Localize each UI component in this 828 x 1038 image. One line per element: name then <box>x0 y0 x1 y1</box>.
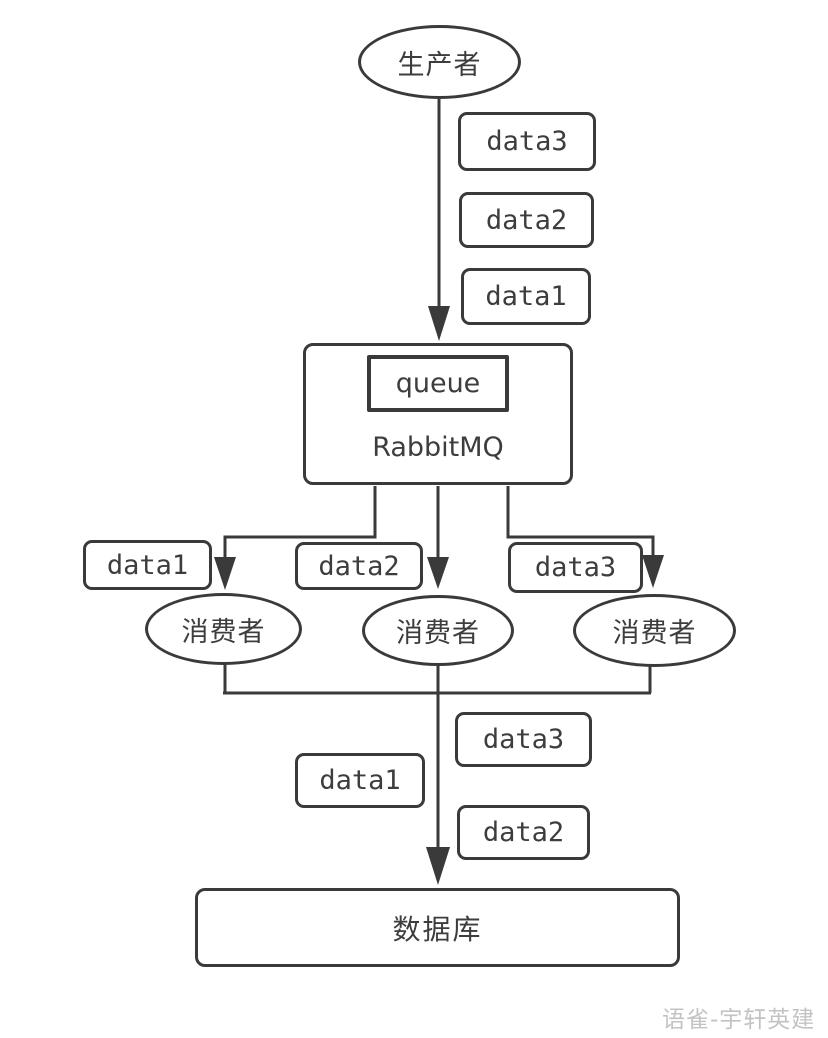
msg-label: data2 <box>482 817 565 848</box>
msg-produced-data1: data1 <box>461 268 591 325</box>
consumer-label: 消费者 <box>181 616 266 648</box>
msg-label: data2 <box>318 550 400 582</box>
msg-label: data1 <box>106 549 189 581</box>
msg-label: data3 <box>486 126 568 157</box>
arrowhead-consumer3 <box>642 555 664 588</box>
edge-rabbitmq-to-consumer3 <box>506 486 655 557</box>
msg-consumed-data3: data3 <box>508 542 643 593</box>
arrowhead-database <box>426 847 450 885</box>
msg-label: data2 <box>485 204 568 236</box>
arrowhead-rabbitmq <box>428 306 450 341</box>
consumer-label: 消费者 <box>612 618 697 649</box>
edge-rabbitmq-to-consumer1 <box>223 486 377 559</box>
watermark-text: 语雀-宇轩英建 <box>662 1007 816 1033</box>
rabbitmq-node: queue RabbitMQ <box>303 343 573 485</box>
msg-stored-data1: data1 <box>295 753 425 808</box>
rabbitmq-label: RabbitMQ <box>372 431 504 463</box>
msg-produced-data3: data3 <box>458 112 596 171</box>
msg-consumed-data1: data1 <box>83 540 212 590</box>
arrowhead-consumer2 <box>427 557 449 589</box>
producer-ellipse: 生产者 <box>358 25 521 99</box>
consumer2-ellipse: 消费者 <box>362 595 514 666</box>
msg-consumed-data2: data2 <box>295 542 423 590</box>
msg-label: data3 <box>482 724 565 755</box>
msg-label: data3 <box>534 552 617 583</box>
queue-label: queue <box>395 368 481 399</box>
consumer1-ellipse: 消费者 <box>145 593 302 665</box>
arrowhead-consumer1 <box>214 557 236 590</box>
consumer3-ellipse: 消费者 <box>573 594 736 667</box>
msg-stored-data2: data2 <box>457 805 590 860</box>
database-node: 数据库 <box>195 888 680 967</box>
msg-label: data1 <box>485 281 567 312</box>
queue-node: queue <box>367 355 509 412</box>
msg-stored-data3: data3 <box>455 712 592 767</box>
msg-produced-data2: data2 <box>459 192 594 248</box>
producer-label: 生产者 <box>397 49 482 81</box>
database-label: 数据库 <box>392 912 483 946</box>
msg-label: data1 <box>319 765 401 796</box>
consumer-label: 消费者 <box>396 618 480 649</box>
